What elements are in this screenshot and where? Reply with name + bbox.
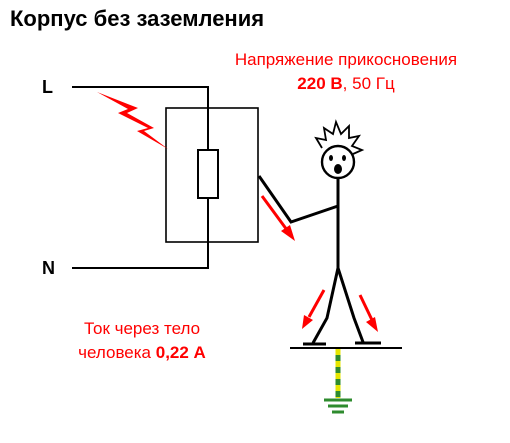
touch-voltage-label: Напряжение прикосновения: [234, 50, 458, 69]
body-current-caption: Ток через тело человека 0,22 А: [40, 317, 244, 365]
body-current-value: 0,22 А: [155, 343, 206, 362]
hair-icon: [314, 119, 365, 155]
touch-voltage-value-line: 220 В, 50 Гц: [196, 72, 496, 96]
arrow-right-leg: [358, 294, 378, 332]
phase-wire: [72, 86, 209, 150]
page-title: Корпус без заземления: [10, 6, 265, 31]
body-current-value-line: человека 0,22 А: [40, 341, 244, 365]
neutral-label: N: [42, 258, 55, 278]
load-resistor: [197, 149, 219, 199]
touch-voltage-value: 220 В: [297, 74, 343, 93]
lightning-bolt-icon: [97, 92, 168, 149]
body-current-label: Ток через тело: [83, 319, 201, 338]
phase-label: L: [42, 77, 53, 97]
device-housing: [165, 107, 259, 243]
ground-symbol-icon: [324, 398, 352, 414]
arrow-arm: [260, 195, 295, 241]
body-current-label-2: человека: [78, 343, 156, 362]
touch-voltage-caption: Напряжение прикосновения 220 В, 50 Гц: [196, 48, 496, 96]
neutral-wire: [72, 198, 209, 269]
arrow-left-leg: [302, 289, 326, 329]
person-figure: [257, 119, 381, 346]
touch-voltage-frequency: , 50 Гц: [342, 74, 395, 93]
